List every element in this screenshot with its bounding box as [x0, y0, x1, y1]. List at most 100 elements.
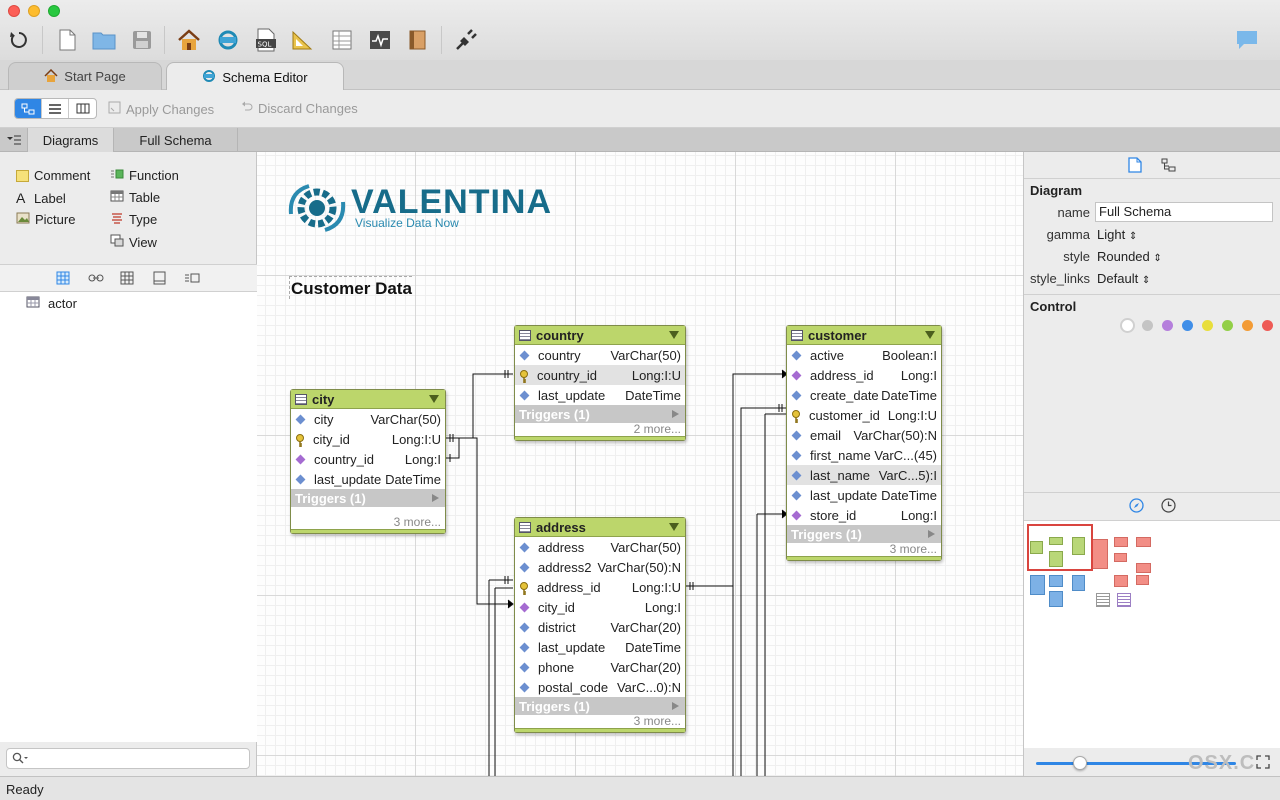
style-select[interactable]: Rounded ⇕ [1097, 249, 1162, 264]
palette-table[interactable]: Table [110, 190, 160, 205]
expand-arrow-icon[interactable] [672, 702, 679, 710]
fit-to-window-icon[interactable] [1256, 755, 1270, 772]
more-fields-label[interactable]: 3 more... [633, 714, 681, 728]
table-header[interactable]: customer [787, 326, 941, 345]
expand-arrow-icon[interactable] [928, 530, 935, 538]
color-swatch-white[interactable] [1120, 318, 1135, 333]
color-swatch-orange[interactable] [1242, 320, 1253, 331]
zoom-window-button[interactable] [48, 5, 60, 17]
palette-picture[interactable]: Picture [16, 212, 75, 227]
minimap-viewport[interactable] [1027, 524, 1093, 571]
tab-diagrams[interactable]: Diagrams [28, 128, 114, 152]
list-view-button[interactable] [42, 99, 69, 118]
collapse-triangle-icon[interactable] [925, 331, 935, 339]
filter-links-icon[interactable] [88, 272, 104, 287]
color-swatch-green[interactable] [1222, 320, 1233, 331]
more-fields-label[interactable]: 3 more... [889, 542, 937, 556]
new-file-icon[interactable] [54, 27, 80, 53]
apply-changes-button[interactable]: Apply Changes [108, 101, 214, 117]
navigator-compass-icon[interactable] [1129, 498, 1144, 516]
properties-document-icon[interactable] [1128, 157, 1142, 176]
column-view-button[interactable] [69, 99, 96, 118]
triggers-row[interactable]: Triggers (1) [515, 697, 685, 715]
palette-label[interactable]: A Label [16, 190, 66, 206]
expand-arrow-icon[interactable] [672, 410, 679, 418]
collapse-triangle-icon[interactable] [429, 395, 439, 403]
list-item[interactable]: actor [26, 296, 77, 311]
panel-menu-icon[interactable] [0, 128, 28, 152]
diagram-view-button[interactable] [15, 99, 42, 118]
home-icon[interactable] [176, 27, 202, 53]
zoom-slider-handle[interactable] [1073, 756, 1087, 770]
schema-editor-icon[interactable] [215, 27, 241, 53]
connect-plug-icon[interactable] [453, 27, 479, 53]
filter-functions-icon[interactable] [184, 272, 200, 287]
filter-grid-icon[interactable] [120, 271, 134, 288]
activity-monitor-icon[interactable] [367, 27, 393, 53]
more-fields-label[interactable]: 3 more... [393, 515, 441, 529]
color-swatch-blue[interactable] [1182, 320, 1193, 331]
color-swatch-red[interactable] [1262, 320, 1273, 331]
diagram-caption-label[interactable]: Customer Data [289, 276, 412, 299]
hierarchy-icon[interactable] [1161, 158, 1176, 175]
logs-book-icon[interactable] [404, 27, 430, 53]
tab-start-page[interactable]: Start Page [8, 62, 162, 90]
filter-pages-icon[interactable] [153, 271, 166, 288]
style-links-select[interactable]: Default ⇕ [1097, 271, 1151, 286]
minimize-window-button[interactable] [28, 5, 40, 17]
palette-comment[interactable]: Comment [16, 168, 90, 183]
data-editor-icon[interactable] [329, 27, 355, 53]
history-clock-icon[interactable] [1161, 498, 1176, 516]
open-folder-icon[interactable] [91, 27, 117, 53]
color-swatch-yellow[interactable] [1202, 320, 1213, 331]
refresh-icon[interactable] [6, 27, 32, 53]
more-fields-label[interactable]: 2 more... [633, 422, 681, 436]
triggers-row[interactable]: Triggers (1) [291, 489, 445, 507]
filter-tables-icon[interactable] [56, 271, 70, 288]
color-swatch-gray[interactable] [1142, 320, 1153, 331]
sql-editor-icon[interactable]: SQL [253, 27, 279, 53]
collapse-triangle-icon[interactable] [669, 523, 679, 531]
close-window-button[interactable] [8, 5, 20, 17]
chat-bubble-icon[interactable] [1234, 27, 1260, 53]
save-icon[interactable] [129, 27, 155, 53]
table-header[interactable]: address [515, 518, 685, 537]
diagram-minimap[interactable] [1024, 520, 1280, 748]
table-header[interactable]: country [515, 326, 685, 345]
triggers-row[interactable]: Triggers (1) [787, 525, 941, 543]
collapse-triangle-icon[interactable] [669, 331, 679, 339]
palette-view[interactable]: View [110, 234, 157, 250]
tab-full-schema[interactable]: Full Schema [114, 128, 238, 152]
discard-changes-button[interactable]: Discard Changes [241, 101, 358, 116]
object-search-input[interactable] [6, 748, 250, 769]
expand-arrow-icon[interactable] [432, 494, 439, 502]
diagram-name-input[interactable]: Full Schema [1095, 202, 1273, 222]
table-header[interactable]: city [291, 390, 445, 409]
color-swatch-purple[interactable] [1162, 320, 1173, 331]
triggers-row[interactable]: Triggers (1) [515, 405, 685, 423]
